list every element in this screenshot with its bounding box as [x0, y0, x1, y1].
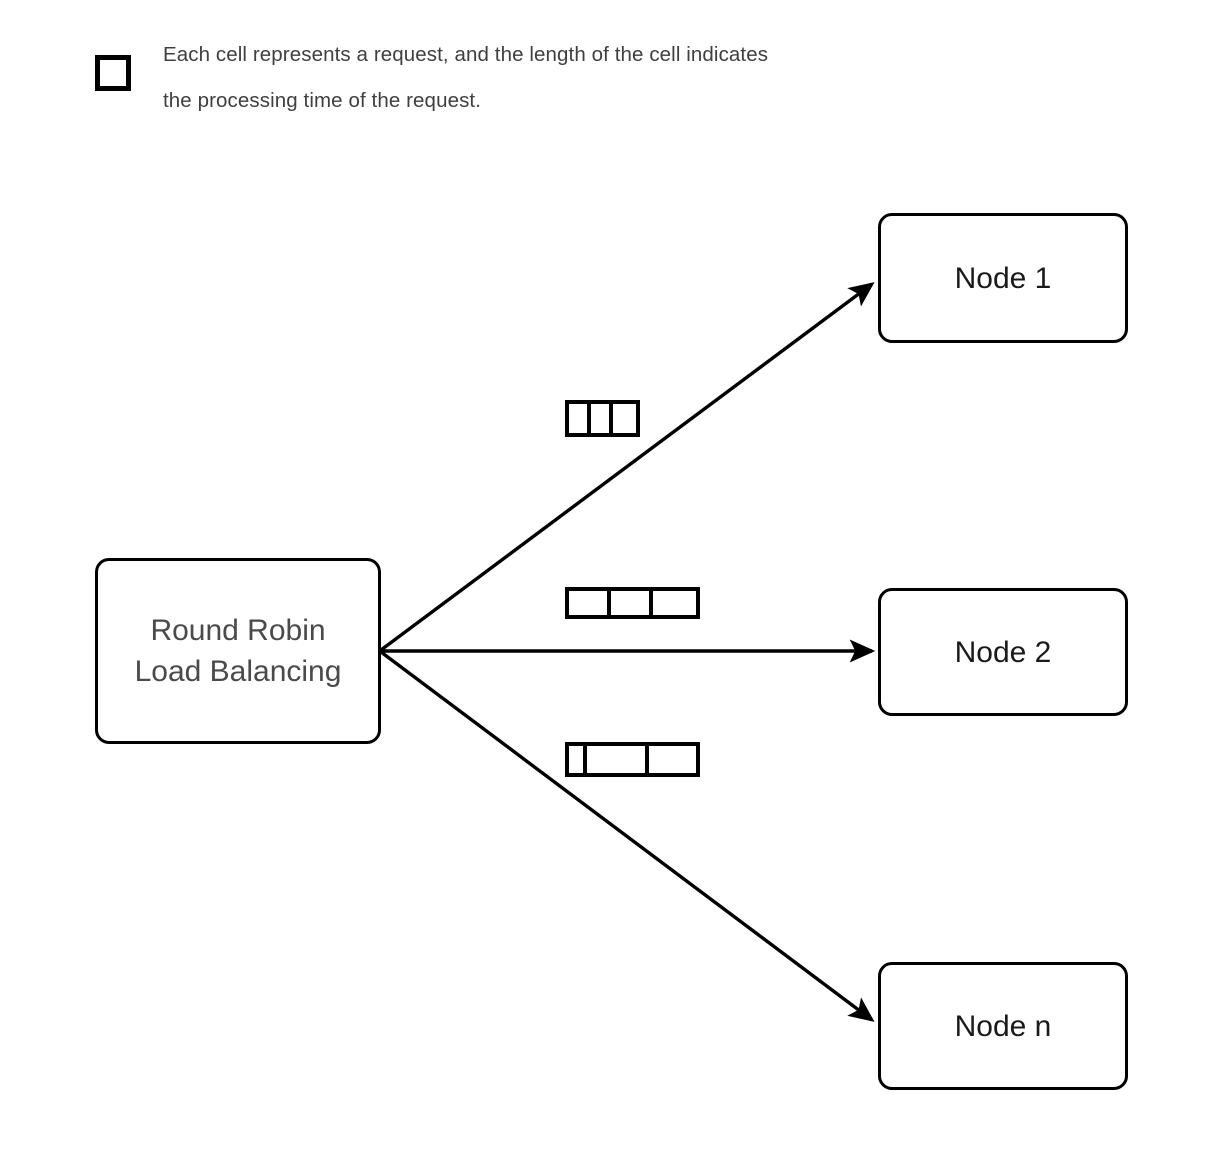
node-label: Round Robin Load Balancing [134, 614, 342, 688]
request-cell [613, 404, 636, 433]
request-queue-node-2 [565, 587, 700, 619]
node-label: Node 2 [954, 635, 1052, 669]
request-queue-node-1 [565, 400, 640, 437]
request-cell [569, 746, 587, 773]
request-cell [653, 591, 696, 615]
request-cell [611, 591, 653, 615]
square-outline-icon [95, 55, 131, 91]
node-label: Node n [954, 1009, 1052, 1043]
node-1[interactable]: Node 1 [878, 213, 1128, 343]
request-cell [569, 404, 591, 433]
node-2[interactable]: Node 2 [878, 588, 1128, 716]
request-cell [649, 746, 696, 773]
request-cell [587, 746, 649, 773]
edge-to-node-n [379, 650, 875, 1022]
request-cell [569, 591, 611, 615]
legend-caption: Each cell represents a request, and the … [163, 43, 769, 112]
request-cell [591, 404, 613, 433]
request-queue-node-n [565, 742, 700, 777]
node-n[interactable]: Node n [878, 962, 1128, 1090]
node-round-robin-load-balancer[interactable]: Round Robin Load Balancing [95, 558, 381, 744]
node-label: Node 1 [954, 261, 1052, 295]
legend: Each cell represents a request, and the … [90, 32, 970, 132]
